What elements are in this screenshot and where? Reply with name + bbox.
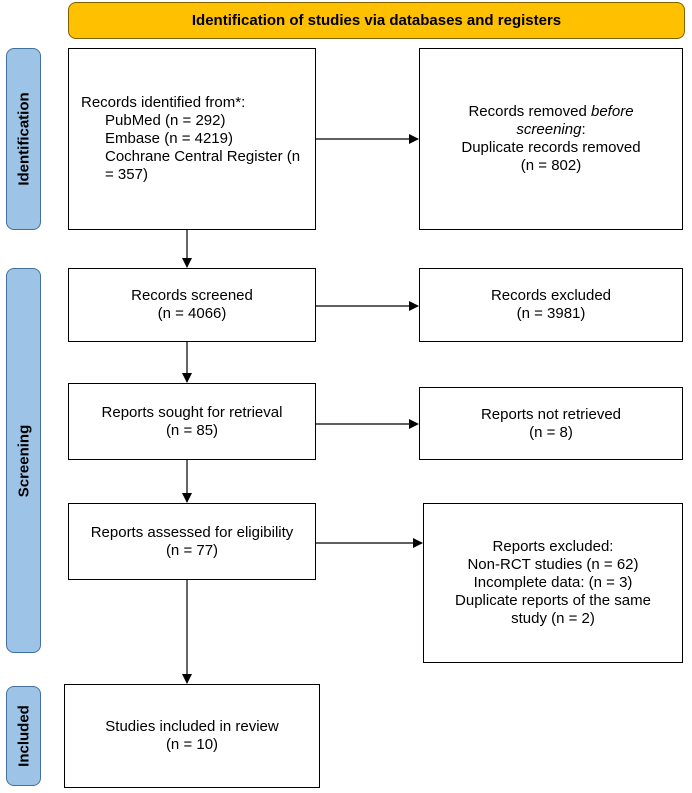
reports-excluded-duplicate-line2: study (n = 2) [511, 610, 595, 627]
reports-excluded-incomplete: Incomplete data: (n = 3) [473, 574, 633, 591]
records-removed-count: (n = 802) [520, 157, 582, 174]
phase-screening: Screening [6, 268, 41, 653]
records-removed-line3: Duplicate records removed [461, 139, 641, 156]
reports-not-retrieved-box: Reports not retrieved (n = 8) [419, 387, 683, 460]
records-removed-line2: screening: [516, 121, 586, 138]
reports-assessed-count: (n = 77) [165, 541, 219, 559]
records-identified-heading: Records identified from*: [81, 94, 246, 111]
records-removed-box: Records removed before screening: Duplic… [419, 48, 683, 230]
header-banner: Identification of studies via databases … [68, 2, 685, 39]
header-title: Identification of studies via databases … [191, 12, 562, 29]
records-removed-line1: Records removed before [468, 103, 634, 120]
records-pubmed: PubMed (n = 292) [105, 112, 226, 129]
reports-excluded-box: Reports excluded: Non-RCT studies (n = 6… [423, 503, 683, 663]
records-identified-box: Records identified from*: PubMed (n = 29… [68, 48, 316, 230]
records-embase: Embase (n = 4219) [105, 130, 233, 147]
reports-excluded-duplicate-line1: Duplicate reports of the same [455, 592, 651, 609]
reports-not-retrieved-count: (n = 8) [529, 423, 573, 441]
records-screened-count: (n = 4066) [157, 305, 227, 322]
records-screened-label: Records screened [131, 287, 253, 304]
reports-excluded-heading: Reports excluded: [492, 538, 614, 555]
reports-not-retrieved-label: Reports not retrieved [480, 405, 622, 423]
studies-included-label: Studies included in review [105, 718, 279, 735]
reports-sought-count: (n = 85) [165, 421, 219, 439]
records-cochrane-line1: Cochrane Central Register (n [105, 148, 301, 165]
reports-assessed-label: Reports assessed for eligibility [90, 523, 294, 541]
records-cochrane-line2: = 357) [105, 166, 148, 183]
records-excluded-label: Records excluded [490, 287, 612, 304]
studies-included-box: Studies included in review (n = 10) [64, 684, 320, 788]
records-screened-box: Records screened (n = 4066) [68, 268, 316, 342]
records-excluded-box: Records excluded (n = 3981) [419, 268, 683, 342]
records-excluded-count: (n = 3981) [516, 305, 586, 322]
reports-assessed-box: Reports assessed for eligibility (n = 77… [68, 503, 316, 580]
phase-identification: Identification [6, 48, 41, 230]
phase-included: Included [6, 686, 41, 786]
studies-included-count: (n = 10) [165, 736, 219, 753]
reports-sought-box: Reports sought for retrieval (n = 85) [68, 383, 316, 460]
reports-sought-label: Reports sought for retrieval [101, 403, 283, 421]
reports-excluded-nonrct: Non-RCT studies (n = 62) [467, 556, 639, 573]
